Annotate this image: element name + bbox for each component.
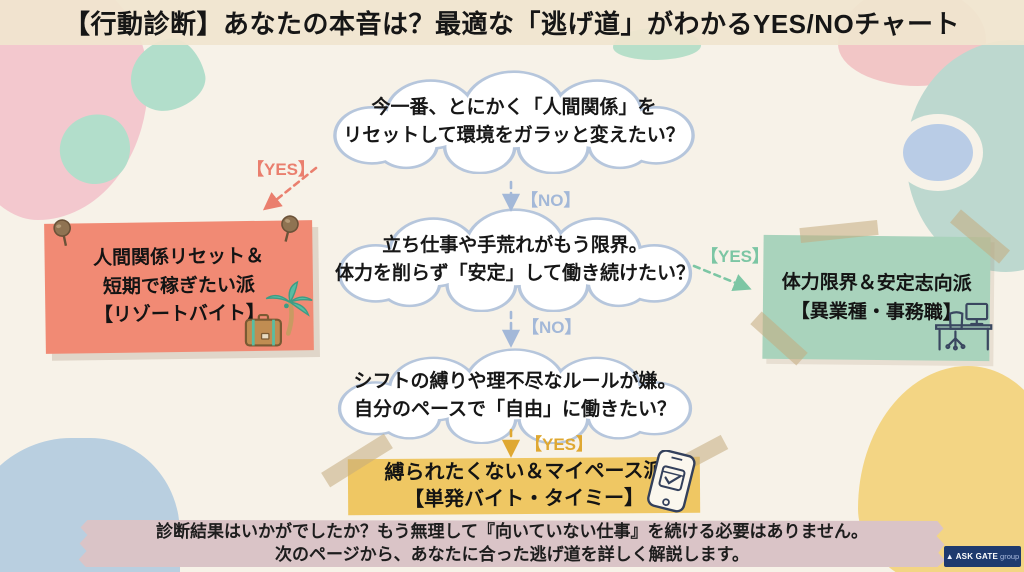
blob-blue-circle-right: [903, 124, 973, 181]
question-3-line-1: シフトの縛りや理不尽なルールが嫌。: [353, 371, 677, 393]
question-3-line-2: 自分のペースで「自由」に働きたい？: [353, 399, 677, 420]
question-1-line-1: 今一番、とにかく「人間関係」を: [371, 97, 657, 119]
smartphone-checkmark-icon: [647, 450, 696, 513]
question-1-text: 今一番、とにかく「人間関係」を リセットして環境をガラッと変えたい？: [318, 70, 710, 174]
pushpin-icon: [281, 215, 299, 242]
q2-no-label: 【NO】: [522, 318, 582, 337]
question-2-line-1: 立ち仕事や手荒れがもう限界。: [382, 235, 648, 257]
footer-line-1: 診断結果はいかがでしたか？もう無理して『向いていない仕事』を続ける必要はありませ…: [156, 521, 868, 541]
title-bar: 【行動診断】あなたの本音は？最適な「逃げ道」がわかるYES/NOチャート: [0, 0, 1024, 45]
desk-computer-icon: [935, 302, 993, 351]
question-cloud-3: シフトの縛りや理不尽なルールが嫌。 自分のペースで「自由」に働きたい？: [323, 348, 707, 444]
q1-no-label: 【NO】: [521, 191, 581, 210]
question-cloud-1: 今一番、とにかく「人間関係」を リセットして環境をガラッと変えたい？: [318, 70, 710, 174]
question-3-text: シフトの縛りや理不尽なルールが嫌。 自分のペースで「自由」に働きたい？: [323, 348, 707, 444]
q2-yes-arrow-icon: [692, 264, 752, 292]
logo-triangle-icon: ▲: [945, 551, 954, 561]
q1-yes-label: 【YES】: [247, 160, 316, 179]
q3-yes-arrow-icon: [501, 428, 521, 458]
q2-yes-label: 【YES】: [701, 247, 770, 266]
blob-blue-bottom-left-bump: [52, 444, 144, 502]
gig-line-2: 【単発バイト・タイミー】: [404, 487, 645, 511]
footer-line-2: 次のページから、あなたに合った逃げ道を詳しく解説します。: [275, 544, 749, 564]
logo-suffix-text: group: [1000, 552, 1020, 561]
question-2-line-2: 体力を削らず「安定」して働き続けたい？: [334, 263, 696, 284]
question-cloud-2: 立ち仕事や手荒れがもう限界。 体力を削らず「安定」して働き続けたい？: [323, 208, 707, 312]
q1-no-arrow-icon: [501, 180, 521, 212]
office-line-1: 体力限界＆安定志向派: [781, 271, 972, 295]
q1-yes-arrow-icon: [262, 166, 318, 211]
question-2-text: 立ち仕事や手荒れがもう限界。 体力を削らず「安定」して働き続けたい？: [323, 208, 707, 312]
logo-brand-text: ASK GATE: [955, 552, 999, 561]
palm-tree-suitcase-icon: [244, 280, 313, 347]
q3-yes-label: 【YES】: [525, 435, 594, 454]
question-1-line-2: リセットして環境をガラッと変えたい？: [343, 125, 685, 146]
pushpin-icon: [53, 219, 71, 246]
company-logo: ▲ ASK GATE group: [944, 546, 1021, 567]
q2-no-arrow-icon: [501, 310, 521, 348]
page-title: 【行動診断】あなたの本音は？最適な「逃げ道」がわかるYES/NOチャート: [64, 9, 960, 39]
footer-note: 診断結果はいかがでしたか？もう無理して『向いていない仕事』を続ける必要はありませ…: [78, 520, 946, 567]
gig-line-1: 縛られたくない＆マイペース派: [384, 460, 664, 484]
resort-line-1: 人間関係リセット＆: [92, 246, 265, 270]
